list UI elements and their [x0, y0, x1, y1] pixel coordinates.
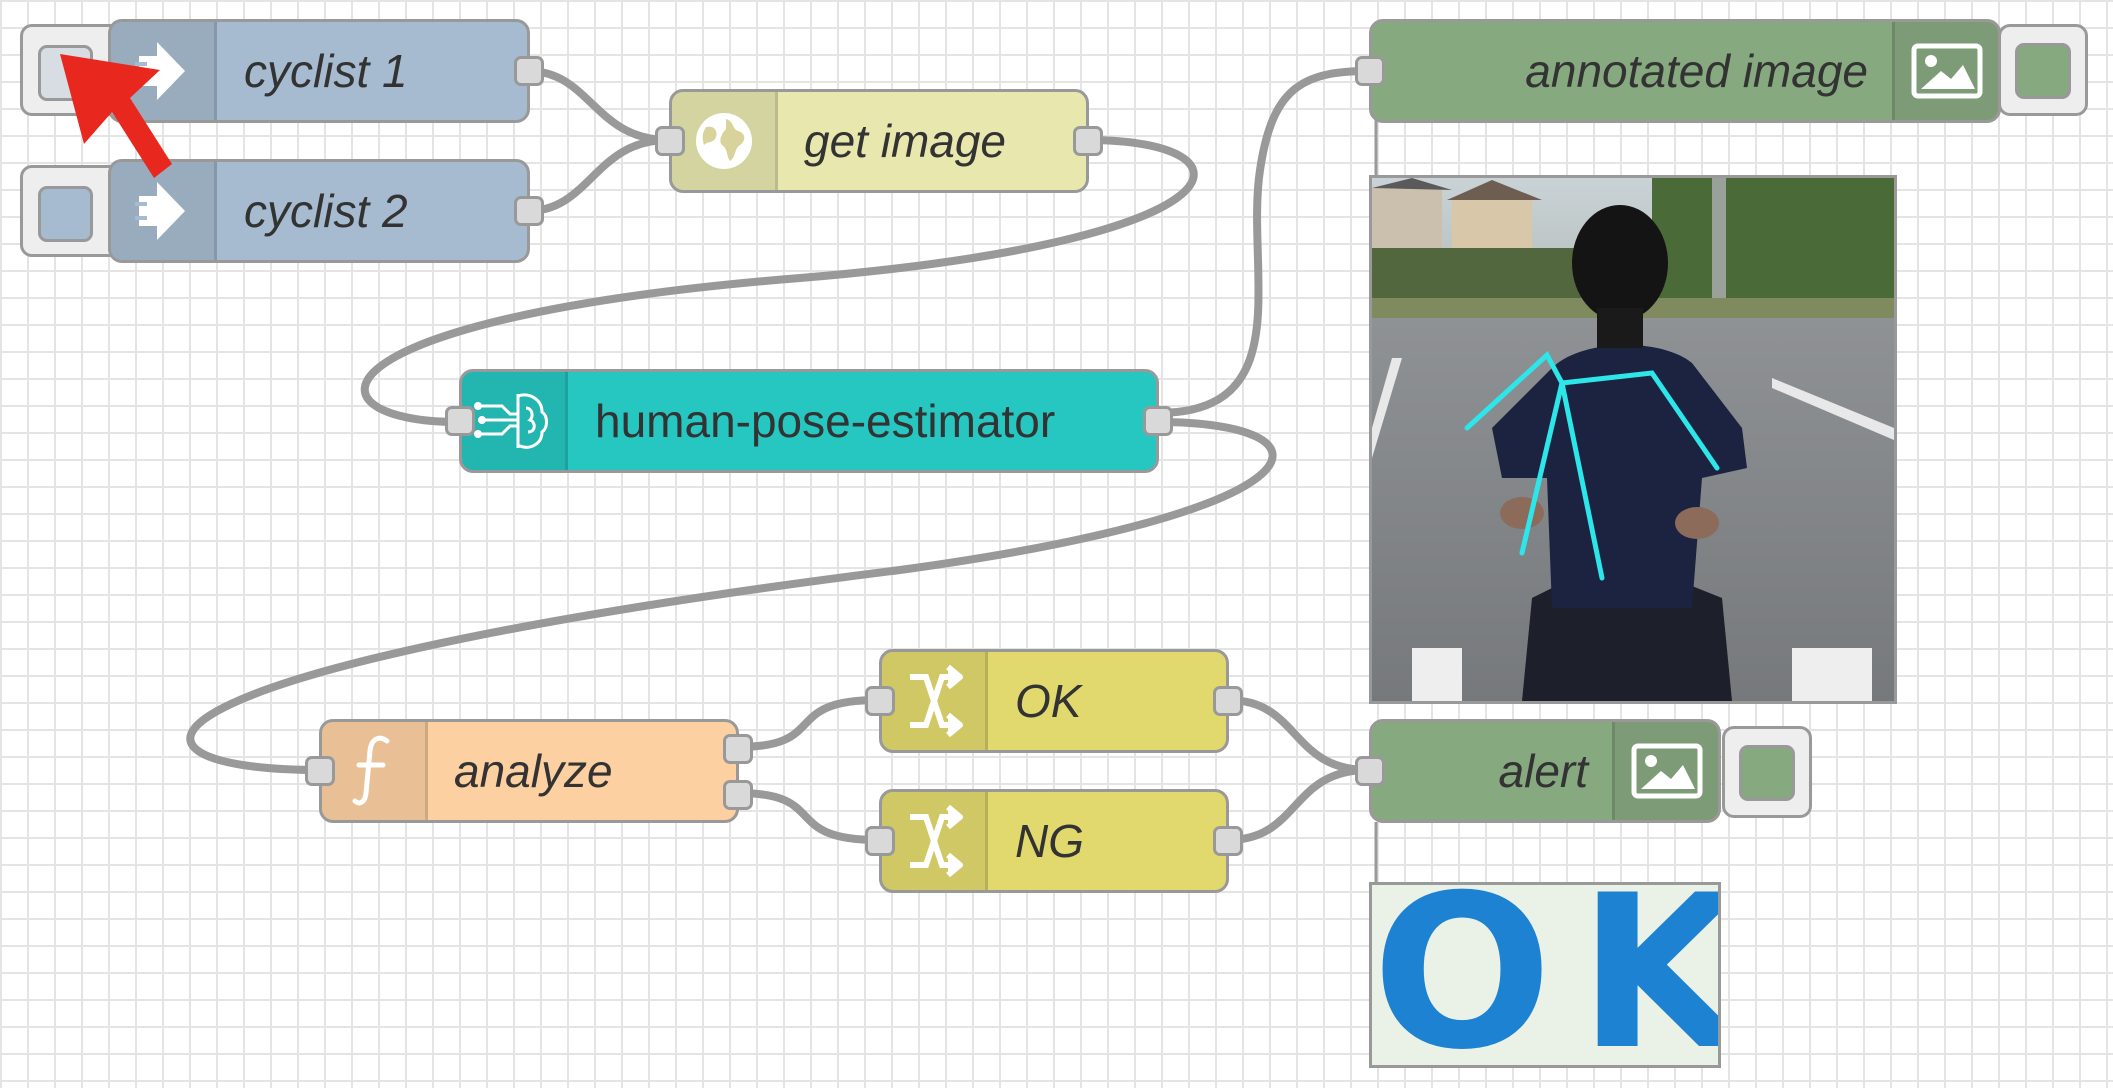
- node-label: get image: [804, 115, 1007, 167]
- output-port[interactable]: [514, 196, 544, 226]
- ok-stamp-text: OK: [1372, 882, 1718, 1068]
- wire-analyze-ng[interactable]: [734, 789, 882, 844]
- wire-ng-alert[interactable]: [1224, 766, 1372, 844]
- wire-ok-alert[interactable]: [1224, 696, 1372, 774]
- toggle-button-alert[interactable]: [1722, 726, 1812, 818]
- shuffle-icon: [882, 792, 988, 890]
- wire-pose-annotated[interactable]: [1154, 67, 1372, 417]
- wire-analyze-ok[interactable]: [734, 696, 882, 751]
- output-port-2[interactable]: [723, 780, 753, 810]
- mouse-cursor-icon: [60, 54, 172, 178]
- node-label: annotated image: [1525, 45, 1868, 97]
- ai-brain-icon: [462, 372, 568, 470]
- input-port[interactable]: [1355, 56, 1385, 86]
- image-icon: [1892, 22, 1998, 120]
- toggle-button-inner[interactable]: [2015, 43, 2071, 99]
- node-get-image[interactable]: get image: [655, 89, 1103, 193]
- wire-cyclist2-getimage[interactable]: [524, 136, 672, 215]
- node-alert[interactable]: alert: [1355, 719, 1721, 823]
- input-port[interactable]: [865, 686, 895, 716]
- output-port[interactable]: [1073, 126, 1103, 156]
- annotated-image-preview: [1369, 175, 1897, 704]
- function-icon: [322, 722, 428, 820]
- input-port[interactable]: [1355, 756, 1385, 786]
- input-port[interactable]: [445, 406, 475, 436]
- inject-icon: [111, 162, 217, 260]
- node-label: cyclist 2: [244, 185, 408, 237]
- input-port[interactable]: [305, 756, 335, 786]
- cyclist-photo: [1372, 178, 1894, 701]
- toggle-button-annotated-image[interactable]: [1998, 24, 2088, 116]
- wire-cyclist1-getimage[interactable]: [524, 67, 672, 144]
- node-annotated-image[interactable]: annotated image: [1355, 19, 2001, 123]
- input-port[interactable]: [655, 126, 685, 156]
- shuffle-icon: [882, 652, 988, 750]
- output-port[interactable]: [1213, 826, 1243, 856]
- inject-button-inner[interactable]: [38, 186, 93, 242]
- output-port-1[interactable]: [723, 734, 753, 764]
- node-ng[interactable]: NG: [865, 789, 1243, 893]
- node-label: human-pose-estimator: [595, 395, 1056, 447]
- output-port[interactable]: [1213, 686, 1243, 716]
- image-icon: [1612, 722, 1718, 820]
- wire-getimage-pose[interactable]: [360, 136, 1198, 426]
- output-port[interactable]: [514, 56, 544, 86]
- node-human-pose-estimator[interactable]: human-pose-estimator: [445, 369, 1173, 473]
- globe-icon: [672, 92, 778, 190]
- node-label: OK: [1015, 675, 1082, 727]
- node-label: NG: [1015, 815, 1084, 867]
- toggle-button-inner[interactable]: [1739, 745, 1795, 801]
- input-port[interactable]: [865, 826, 895, 856]
- alert-image-preview: OK: [1369, 882, 1721, 1068]
- node-ok[interactable]: OK: [865, 649, 1243, 753]
- node-analyze[interactable]: analyze: [305, 719, 753, 823]
- node-cyclist-2[interactable]: cyclist 2: [108, 159, 544, 263]
- node-label: analyze: [454, 745, 613, 797]
- node-label: alert: [1498, 745, 1588, 797]
- output-port[interactable]: [1143, 406, 1173, 436]
- wire-pose-analyze[interactable]: [186, 418, 1277, 774]
- node-label: cyclist 1: [244, 45, 408, 97]
